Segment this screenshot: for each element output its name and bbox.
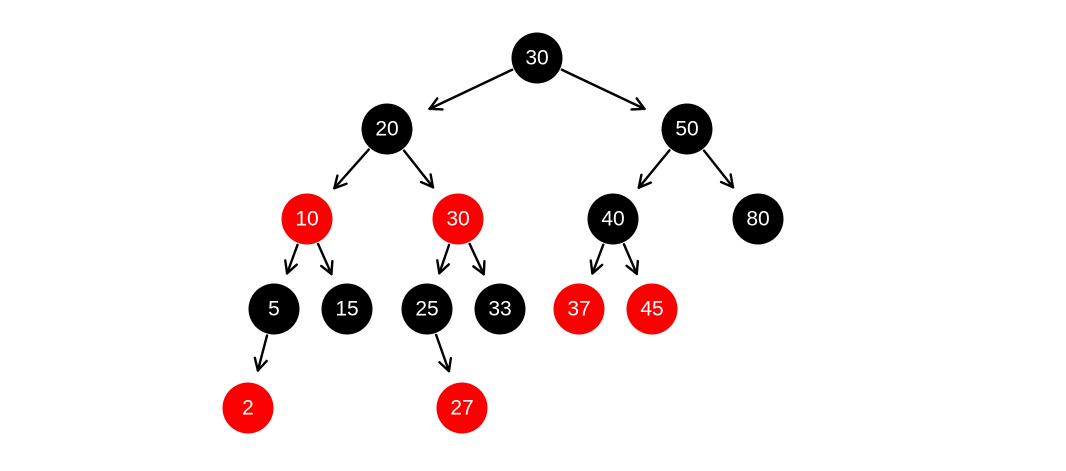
edge-n50-n80 [702,149,735,189]
node-label: 80 [746,208,769,231]
node-label: 27 [450,397,473,420]
node-label: 30 [446,208,469,231]
edge-root30-n20 [428,68,514,111]
edge-n10-n5 [284,243,299,275]
node-label: 25 [415,298,438,321]
edge-n30b-n33 [468,242,486,276]
node-circle-black [321,283,373,335]
edge-n10-n15 [316,242,334,276]
tree-node-n45: 45 [626,283,678,335]
node-label: 30 [525,47,548,70]
edge-n5-n2 [253,334,269,372]
node-circle-black [474,283,526,335]
node-circle-red [281,193,333,245]
node-circle-red [432,193,484,245]
node-circle-red [626,283,678,335]
edge-n30b-n25 [436,243,451,275]
tree-node-n50: 50 [661,103,713,155]
edge-n40-n37 [589,243,605,275]
edge-n20-n10 [333,148,370,190]
node-circle-black [587,193,639,245]
node-label: 40 [601,208,624,231]
node-label: 10 [295,208,318,231]
edge-n50-n40 [637,149,671,189]
node-circle-black [361,103,413,155]
node-label: 50 [675,118,698,141]
node-circle-black [732,193,784,245]
tree-node-n15: 15 [321,283,373,335]
node-circle-black [401,283,453,335]
edge-n20-n30b [402,149,435,189]
tree-node-n37: 37 [553,283,605,335]
node-label: 45 [640,298,663,321]
tree-node-n40: 40 [587,193,639,245]
tree-node-n10: 10 [281,193,333,245]
tree-node-root30: 30 [511,32,563,84]
node-label: 20 [375,118,398,141]
tree-node-n20: 20 [361,103,413,155]
node-label: 33 [488,298,511,321]
node-circle-black [248,283,300,335]
node-circle-red [436,382,488,434]
tree-node-n5: 5 [248,283,300,335]
tree-node-n2: 2 [222,382,274,434]
node-circle-black [511,32,563,84]
node-circle-red [553,283,605,335]
node-label: 15 [335,298,358,321]
node-label: 37 [567,298,590,321]
edge-n25-n27 [434,333,453,373]
edge-root30-n50 [560,68,646,111]
node-circle-red [222,382,274,434]
tree-node-n25: 25 [401,283,453,335]
node-label: 5 [268,298,280,321]
tree-node-n33: 33 [474,283,526,335]
tree-node-n27: 27 [436,382,488,434]
node-circle-black [661,103,713,155]
edge-n40-n45 [622,243,640,276]
tree-node-n30b: 30 [432,193,484,245]
node-label: 2 [242,397,254,420]
tree-node-n80: 80 [732,193,784,245]
